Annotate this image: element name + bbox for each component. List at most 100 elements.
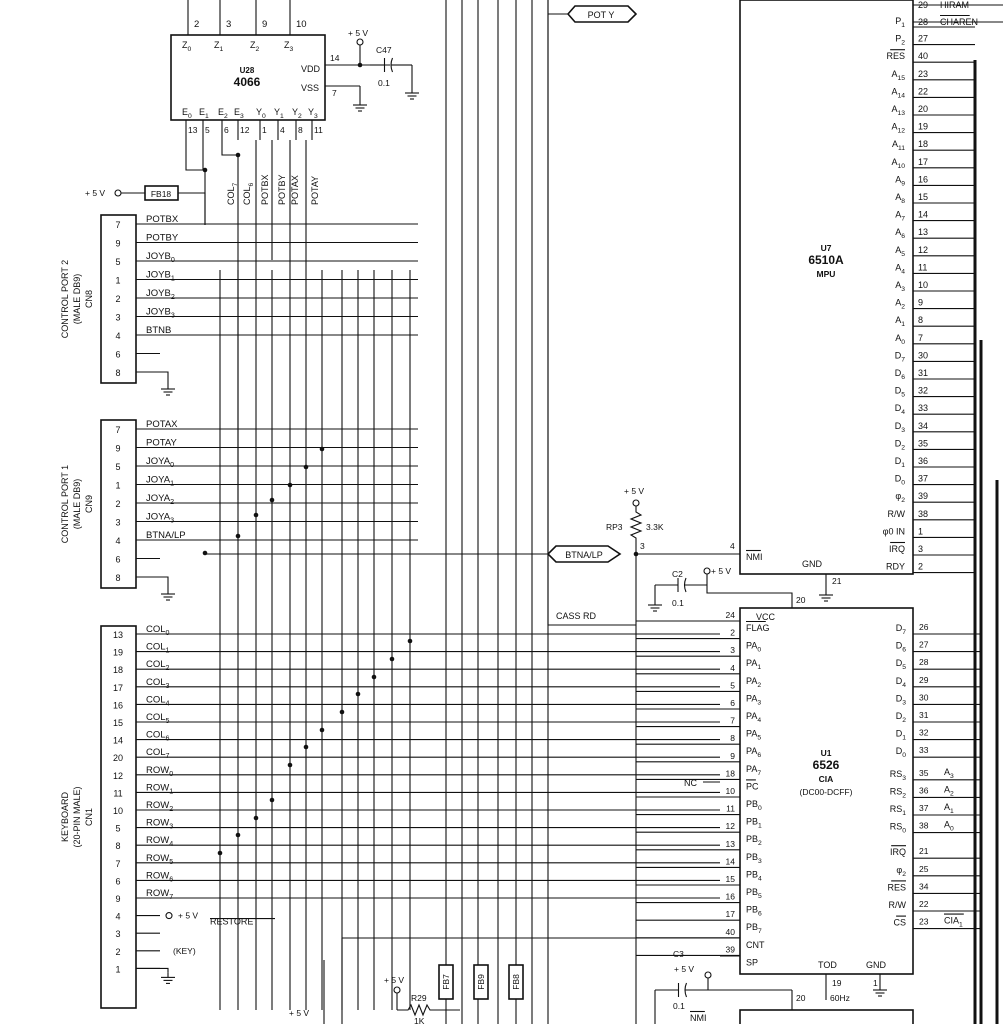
u1-left-pin-label: FLAG: [746, 623, 770, 633]
u1-left-pin-label: PB2: [746, 834, 762, 847]
u28-vss-label: VSS: [301, 83, 319, 93]
cn9-ground-wire: [136, 576, 169, 589]
junction-dot: [253, 815, 259, 821]
u1-address-label: A3: [944, 767, 954, 780]
ferrite-label: FB9: [476, 974, 486, 990]
u7-pin-label: P2: [895, 34, 905, 47]
u7-pin-label: A1: [895, 315, 905, 328]
u7-pin-label: P1: [895, 16, 905, 29]
u7-pin-number: 38: [918, 509, 928, 519]
u7-top-pin-number: 29: [918, 0, 928, 10]
cn9-pin-number: 3: [115, 518, 120, 528]
u1-right-pin-label: CS: [893, 918, 906, 928]
u1-left-pin-label: PC: [746, 781, 759, 791]
cn8-pin-number: 5: [115, 257, 120, 267]
cn8-signal-label: JOYB2: [146, 288, 175, 301]
u1-left-pin-number: 6: [730, 698, 735, 708]
u1-right-pin-label: RS0: [890, 822, 907, 835]
u28-bottom-pin-number: 5: [205, 125, 210, 135]
u1-right-pin-number: 27: [919, 640, 929, 650]
ferrite-label: FB8: [511, 974, 521, 990]
u1-right-pin-label: RS2: [890, 786, 907, 799]
cn1-signal-label: COL7: [146, 747, 170, 760]
u1-address-label: A0: [944, 820, 954, 833]
cn1-pin-number: 8: [115, 841, 120, 851]
cn9-subtitle: (MALE DB9): [72, 479, 82, 530]
u7-part: 6510A: [808, 253, 844, 267]
u1-right-pin-number: 36: [919, 785, 929, 795]
cn8-body: [100, 214, 137, 384]
u7-pin-number: 37: [918, 474, 928, 484]
c47-value: 0.1: [378, 78, 390, 88]
junction-dot: [357, 62, 363, 68]
u7-pin-number: 12: [918, 245, 928, 255]
u7-pin-label: D7: [895, 350, 906, 363]
r29-supply-label: + 5 V: [384, 975, 404, 985]
cn8-signal-label: BTNB: [146, 325, 171, 336]
c3-value: 0.1: [673, 1001, 685, 1011]
c3-ref: C3: [673, 949, 684, 959]
u7-pin-number: 15: [918, 192, 928, 202]
u1-right-pin-number: 28: [919, 657, 929, 667]
cass-rd-label: CASS RD: [556, 611, 597, 621]
cn1-pin-number: 12: [113, 771, 123, 781]
u1-right-pin-label: D4: [896, 676, 907, 689]
u28-bottom-label: E0: [182, 107, 192, 120]
u1-right-pin-number: 22: [919, 899, 929, 909]
cn1-pin-number: 4: [115, 912, 120, 922]
nmi-bottom-label: NMI: [690, 1013, 707, 1023]
junction-dot: [319, 446, 325, 452]
vcc-wire: [706, 585, 793, 608]
cn1-ground-wire: [136, 967, 169, 973]
cn1-pin-number: 17: [113, 683, 123, 693]
rp3-ref: RP3: [606, 522, 623, 532]
vertical-signal-label: POTAY: [310, 176, 320, 205]
u7-pin-label: φ0 IN: [883, 526, 905, 536]
junction-dot: [217, 850, 223, 856]
u1-right-pin-number: 35: [919, 768, 929, 778]
u28-bottom-pin-number: 4: [280, 125, 285, 135]
u7-pin-label: D1: [895, 456, 906, 469]
u28-bottom-label: E2: [218, 107, 228, 120]
cn1-pin-number: 9: [115, 894, 120, 904]
u1-left-pin-number: 4: [730, 663, 735, 673]
cn1-signal-label: ROW7: [146, 888, 173, 901]
u1-right-pin-number: 29: [919, 675, 929, 685]
u7-chip-body: [739, 0, 914, 575]
u7-pin-number: 35: [918, 438, 928, 448]
cn1-pin-number: 6: [115, 876, 120, 886]
u28-bottom-label: Y1: [274, 107, 284, 120]
junction-dot: [355, 691, 361, 697]
key-label: (KEY): [173, 946, 196, 956]
fb18-supply-label: + 5 V: [85, 188, 105, 198]
u28-vdd-label: VDD: [301, 64, 321, 74]
u7-top-pin-label: HIRAM: [940, 0, 969, 10]
u7-pin-label: A4: [895, 262, 905, 275]
cn1-ref: CN1: [84, 808, 94, 826]
cn9-body: [100, 419, 137, 589]
u7-pin-number: 2: [918, 562, 923, 572]
u1-left-pin-number: 5: [730, 680, 735, 690]
u7-pin-label: φ2: [895, 491, 905, 504]
cn1-pin-number: 19: [113, 648, 123, 658]
u1-vcc-label: VCC: [756, 612, 776, 622]
r29-ref: R29: [411, 993, 427, 1003]
cn9-title: CONTROL PORT 1: [60, 465, 70, 543]
u7-pin-label: D2: [895, 438, 906, 451]
fb18-label: FB18: [151, 189, 172, 199]
u7-pin-number: 36: [918, 456, 928, 466]
vertical-signal-label: COL6: [242, 182, 255, 205]
u7-pin-label: A13: [891, 104, 905, 117]
u7-pin-number: 33: [918, 403, 928, 413]
cn1-subtitle: (20-PIN MALE): [72, 786, 82, 847]
cn8-pin-number: 3: [115, 313, 120, 323]
u1-left-pin-number: 14: [726, 856, 736, 866]
u7-pin-label: A14: [891, 86, 905, 99]
cn1-signal-label: ROW5: [146, 853, 173, 866]
cn1-signal-label: COL3: [146, 677, 170, 690]
u1b-vcc-pin: 20: [796, 993, 806, 1003]
bottom-supply-label: + 5 V: [289, 1008, 309, 1018]
u1-left-pin-number: 10: [726, 786, 736, 796]
cn1-pin-number: 3: [115, 929, 120, 939]
